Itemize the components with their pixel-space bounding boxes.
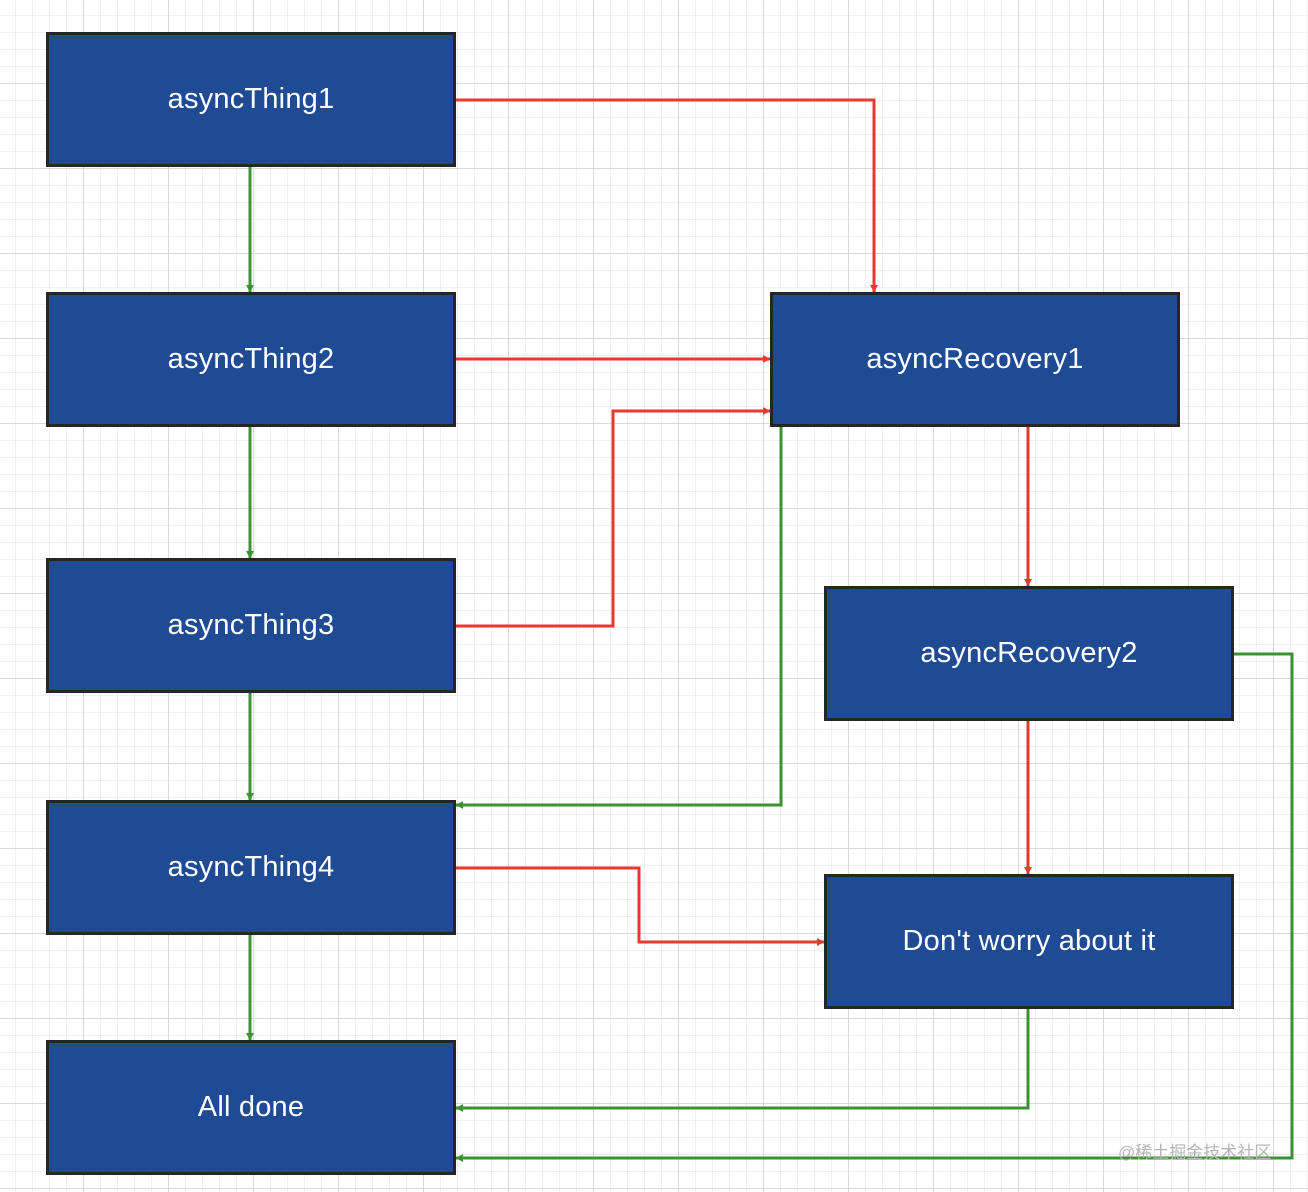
edge-recovery1-to-thing4 xyxy=(455,427,783,809)
node-dont-worry: Don't worry about it xyxy=(824,874,1234,1009)
node-all-done: All done xyxy=(46,1040,456,1175)
node-label: asyncRecovery1 xyxy=(866,343,1084,375)
node-async-thing4: asyncThing4 xyxy=(46,800,456,935)
node-label: asyncThing3 xyxy=(167,609,335,641)
watermark: @稀土掘金技术社区 xyxy=(1118,1143,1272,1162)
edge-dont-worry-to-all-done xyxy=(455,1009,1030,1112)
edge-thing3-to-recovery1 xyxy=(456,407,771,628)
node-async-recovery2: asyncRecovery2 xyxy=(824,586,1234,721)
edge-thing1-to-recovery1 xyxy=(456,98,878,293)
node-label: asyncThing2 xyxy=(167,343,335,375)
node-label: asyncThing1 xyxy=(167,83,335,115)
node-label: asyncThing4 xyxy=(167,851,335,883)
node-async-recovery1: asyncRecovery1 xyxy=(770,292,1180,427)
edge-recovery2-to-all-done xyxy=(455,652,1294,1162)
node-async-thing3: asyncThing3 xyxy=(46,558,456,693)
node-label: All done xyxy=(197,1091,305,1123)
node-label: asyncRecovery2 xyxy=(920,637,1138,669)
node-label: Don't worry about it xyxy=(902,925,1156,957)
node-async-thing1: asyncThing1 xyxy=(46,32,456,167)
edge-thing4-to-dont-worry xyxy=(456,866,825,946)
node-async-thing2: asyncThing2 xyxy=(46,292,456,427)
